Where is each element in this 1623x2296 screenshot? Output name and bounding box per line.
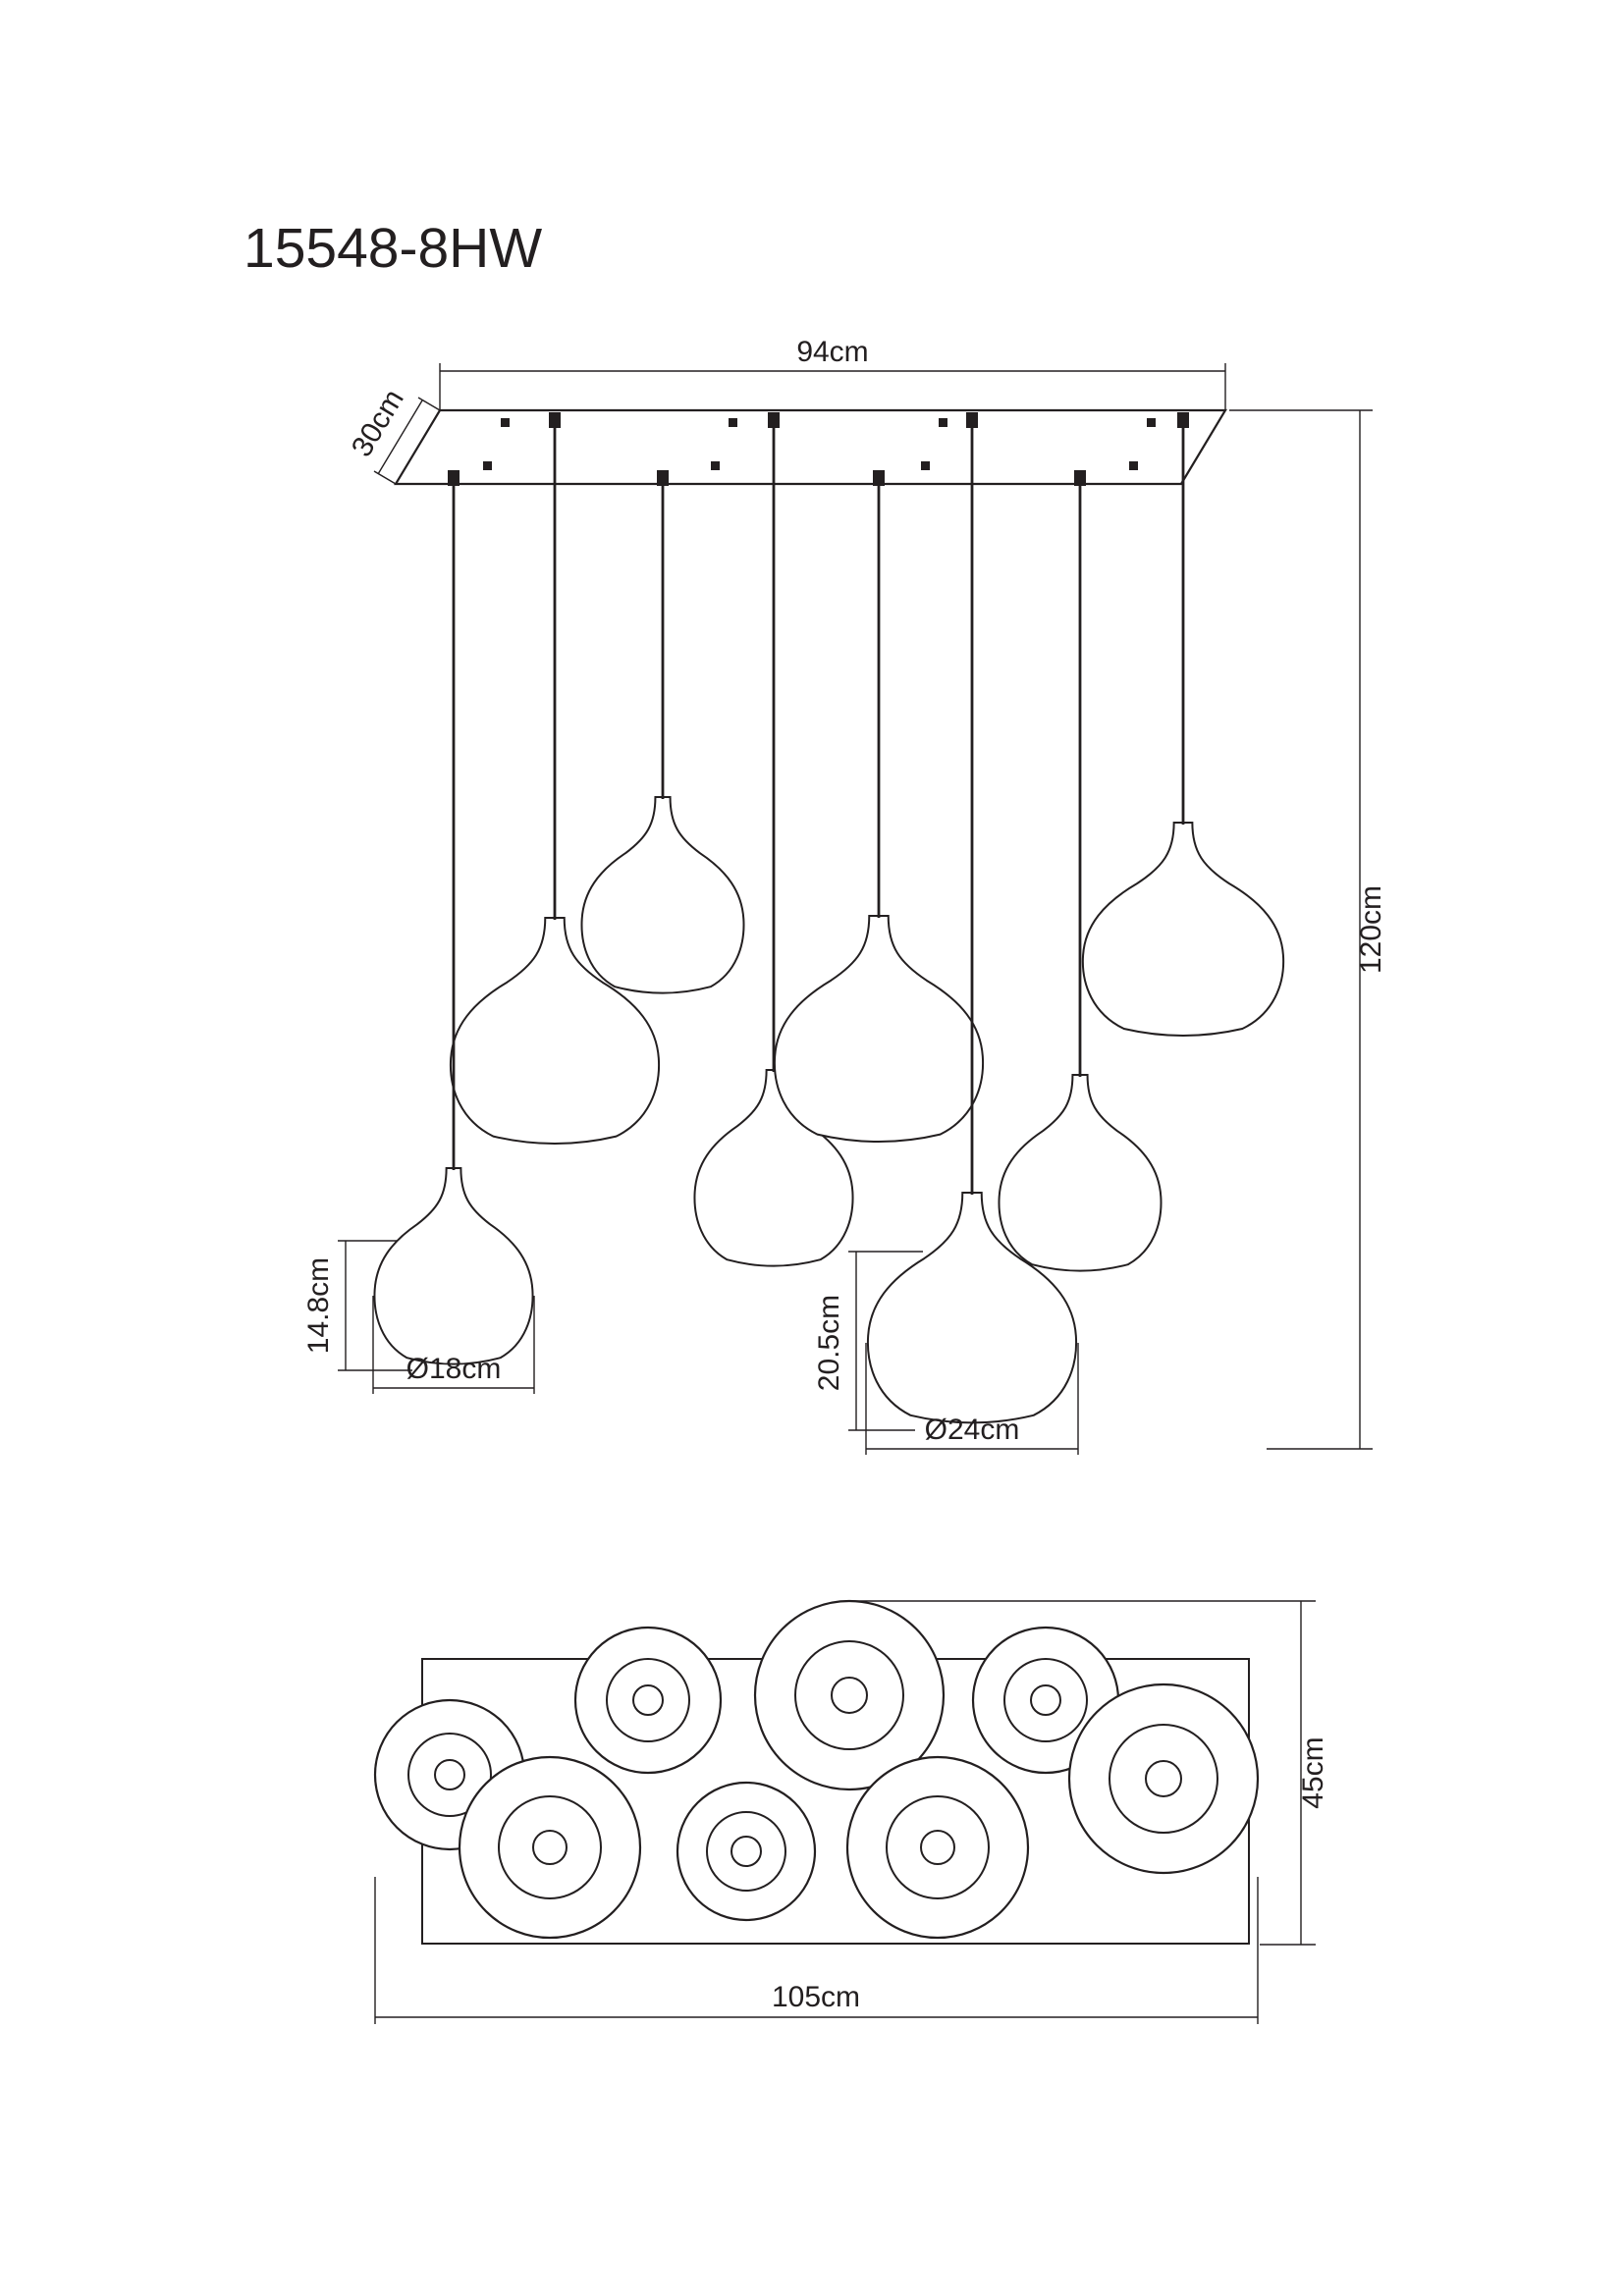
cable-point <box>532 1830 568 1865</box>
canopy-width-label: 94cm <box>796 336 868 368</box>
large-shade-diameter-label: Ø24cm <box>925 1414 1020 1446</box>
shade-opening <box>1003 1658 1088 1742</box>
screw <box>729 418 737 427</box>
overall-height-label: 120cm <box>1355 885 1387 974</box>
cable-point <box>434 1759 465 1790</box>
screw <box>501 418 510 427</box>
cable-grip <box>448 470 460 486</box>
shade-outline <box>1067 1682 1260 1875</box>
cable-point <box>920 1830 955 1865</box>
shade-top-circle <box>573 1626 723 1775</box>
dim-top-overall-width: 105cm <box>374 1877 1259 2024</box>
cable-point <box>831 1677 868 1714</box>
small-shade-diameter-label: Ø18cm <box>406 1353 502 1385</box>
dim-top-overall-depth: 45cm <box>849 1600 1329 1946</box>
cable-grip <box>768 412 780 428</box>
extension-line <box>417 397 441 411</box>
side-view: 94cm 30cm 120cm 14.8cm Ø18cm <box>302 336 1387 1455</box>
cable-point <box>730 1836 762 1867</box>
shade-outline <box>458 1755 642 1940</box>
shade-opening <box>498 1795 602 1899</box>
dim-large-shade-diameter: Ø24cm <box>865 1343 1079 1455</box>
pendant-shade-small <box>373 1167 534 1365</box>
canopy-depth-label: 30cm <box>346 384 410 462</box>
shade-opening <box>794 1640 904 1750</box>
ceiling-canopy <box>394 408 1227 486</box>
screw <box>1129 461 1138 470</box>
pendant-shade-small <box>998 1074 1163 1272</box>
pendant-shade-large <box>773 914 985 1144</box>
pendant-shade-large <box>1081 821 1285 1038</box>
product-code: 15548-8HW <box>243 217 542 280</box>
shade-outline <box>676 1781 817 1922</box>
pendant-shade-small <box>580 796 745 994</box>
shade-opening <box>886 1795 990 1899</box>
shade-top-circle <box>1067 1682 1260 1875</box>
large-shade-height-label: 20.5cm <box>813 1295 845 1391</box>
screw <box>711 461 720 470</box>
shade-top-circle <box>458 1755 642 1940</box>
shade-top-circle <box>676 1781 817 1922</box>
cable-grip <box>966 412 978 428</box>
top-overall-width-label: 105cm <box>772 1981 860 2013</box>
dim-large-shade-height: 20.5cm <box>813 1251 923 1431</box>
cable-point <box>1145 1760 1182 1797</box>
shade-opening <box>407 1733 492 1817</box>
dim-canopy-width: 94cm <box>439 336 1226 410</box>
cable-point <box>632 1684 664 1716</box>
screw <box>483 461 492 470</box>
cable-grip <box>549 412 561 428</box>
top-overall-depth-label: 45cm <box>1297 1736 1329 1808</box>
top-view: 105cm 45cm <box>373 1599 1329 2024</box>
screw <box>939 418 947 427</box>
cable-grip <box>657 470 669 486</box>
shade-opening <box>706 1811 786 1892</box>
shade-outline <box>573 1626 723 1775</box>
extension-line <box>373 470 397 485</box>
dim-small-shade-height: 14.8cm <box>302 1240 412 1371</box>
dimension-line <box>377 400 423 475</box>
shade-opening <box>606 1658 690 1742</box>
shade-top-circle <box>845 1755 1030 1940</box>
small-shade-height-label: 14.8cm <box>302 1257 335 1354</box>
dim-overall-height: 120cm <box>1229 409 1387 1450</box>
screw <box>921 461 930 470</box>
dim-small-shade-diameter: Ø18cm <box>372 1296 535 1394</box>
shade-opening <box>1109 1724 1218 1834</box>
cable-point <box>1030 1684 1061 1716</box>
cable-grip <box>873 470 885 486</box>
screw <box>1147 418 1156 427</box>
cable-grip <box>1177 412 1189 428</box>
cable-grip <box>1074 470 1086 486</box>
shade-outline <box>845 1755 1030 1940</box>
